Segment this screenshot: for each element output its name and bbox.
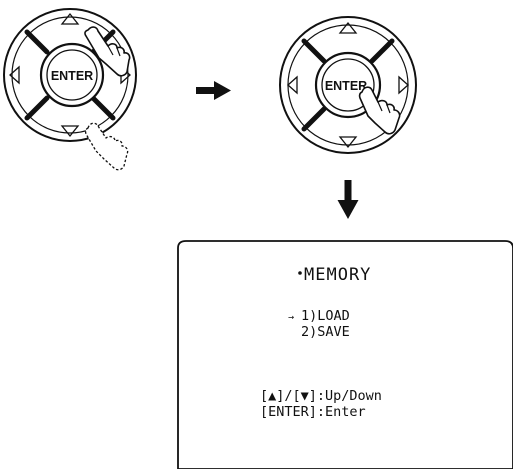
front-panel-display: MEMORY → 1)LOAD 2)SAVE [▲]/[▼]:Up/Down [… [177,240,513,469]
menu-cursor: → [288,312,294,323]
enter-button-label: ENTER [51,69,93,83]
down-triangle-icon[interactable] [338,136,358,149]
pointing-hand-icon [84,26,131,77]
help-line-navigation: [▲]/[▼]:Up/Down [260,388,382,404]
help-line-enter: [ENTER]:Enter [260,404,366,420]
arrow-down-icon [337,180,359,219]
down-triangle-icon[interactable] [60,125,80,138]
dpad-separator [24,29,50,55]
right-triangle-icon[interactable] [398,75,409,95]
enter-button[interactable] [46,49,98,101]
pointing-hand-icon [84,122,129,171]
dpad-separator [24,95,50,121]
left-triangle-icon[interactable] [9,65,20,85]
menu-item-save[interactable]: 2)SAVE [301,324,350,340]
enter-button-label: ENTER [325,79,367,93]
up-triangle-icon[interactable] [338,21,358,34]
dpad-separator [369,38,395,64]
dpad-separator [90,95,116,121]
pointing-hand-icon [358,86,401,135]
arrow-right-icon [196,81,231,100]
title-dot [298,271,302,275]
dpad-inner-ring [11,16,129,134]
remote-right: ENTER [279,16,417,154]
up-triangle-icon[interactable] [60,12,80,25]
remote-left: ENTER [3,8,137,171]
menu-item-load[interactable]: 1)LOAD [301,308,350,324]
dpad-separator [301,106,327,132]
dpad-separator [301,38,327,64]
left-triangle-icon[interactable] [287,75,298,95]
display-title: MEMORY [304,265,371,285]
